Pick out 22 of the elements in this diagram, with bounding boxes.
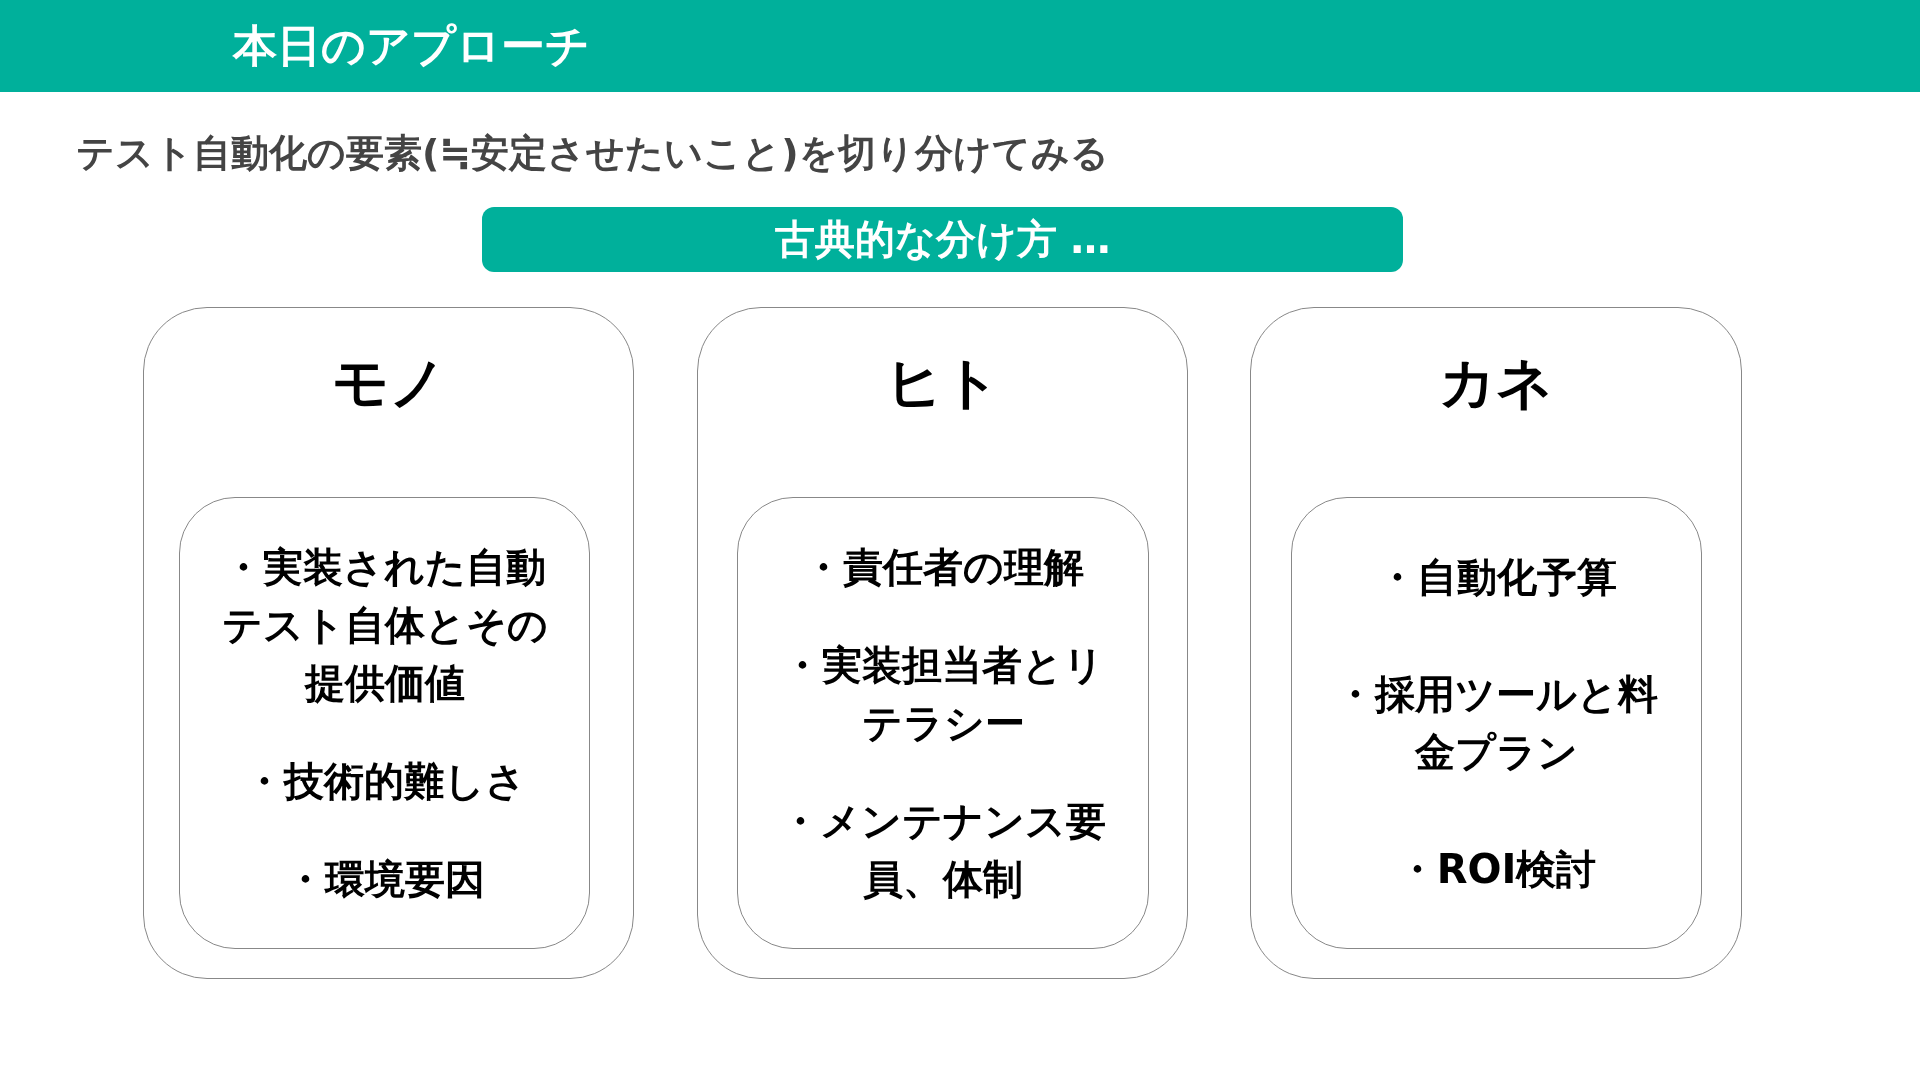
bullet-item: ・責任者の理解: [802, 543, 1084, 592]
bullet-item: ・メンテナンス要員、体制: [779, 797, 1107, 904]
item-list-panel: [737, 497, 1149, 949]
card-heading: ヒト: [884, 349, 1001, 417]
card-heading: カネ: [1438, 349, 1554, 417]
subtitle: テスト自動化の要素(≒安定させたいこと)を切り分けてみる: [76, 130, 1109, 177]
section-banner: [482, 207, 1403, 272]
card-heading: モノ: [330, 349, 447, 417]
category-card: [143, 307, 634, 979]
bullet-item: ・自動化予算: [1376, 552, 1617, 602]
banner-text: 古典的な分け方 …: [774, 215, 1111, 264]
category-card: [1250, 307, 1742, 979]
item-list-panel: [179, 497, 590, 949]
bullet-item: ・実装された自動テスト自体とその提供価値: [220, 543, 549, 708]
bullet-item: ・環境要因: [284, 855, 485, 904]
bullet-item: ・実装担当者とリテラシー: [781, 641, 1105, 748]
bullet-item: ・採用ツールと料金プラン: [1334, 670, 1659, 777]
item-list-panel: [1291, 497, 1702, 949]
slide-title: 本日のアプローチ: [233, 19, 590, 73]
bullet-item: ・技術的難しさ: [243, 757, 526, 806]
bullet-item: ・ROI検討: [1396, 845, 1597, 895]
category-card: [697, 307, 1188, 979]
